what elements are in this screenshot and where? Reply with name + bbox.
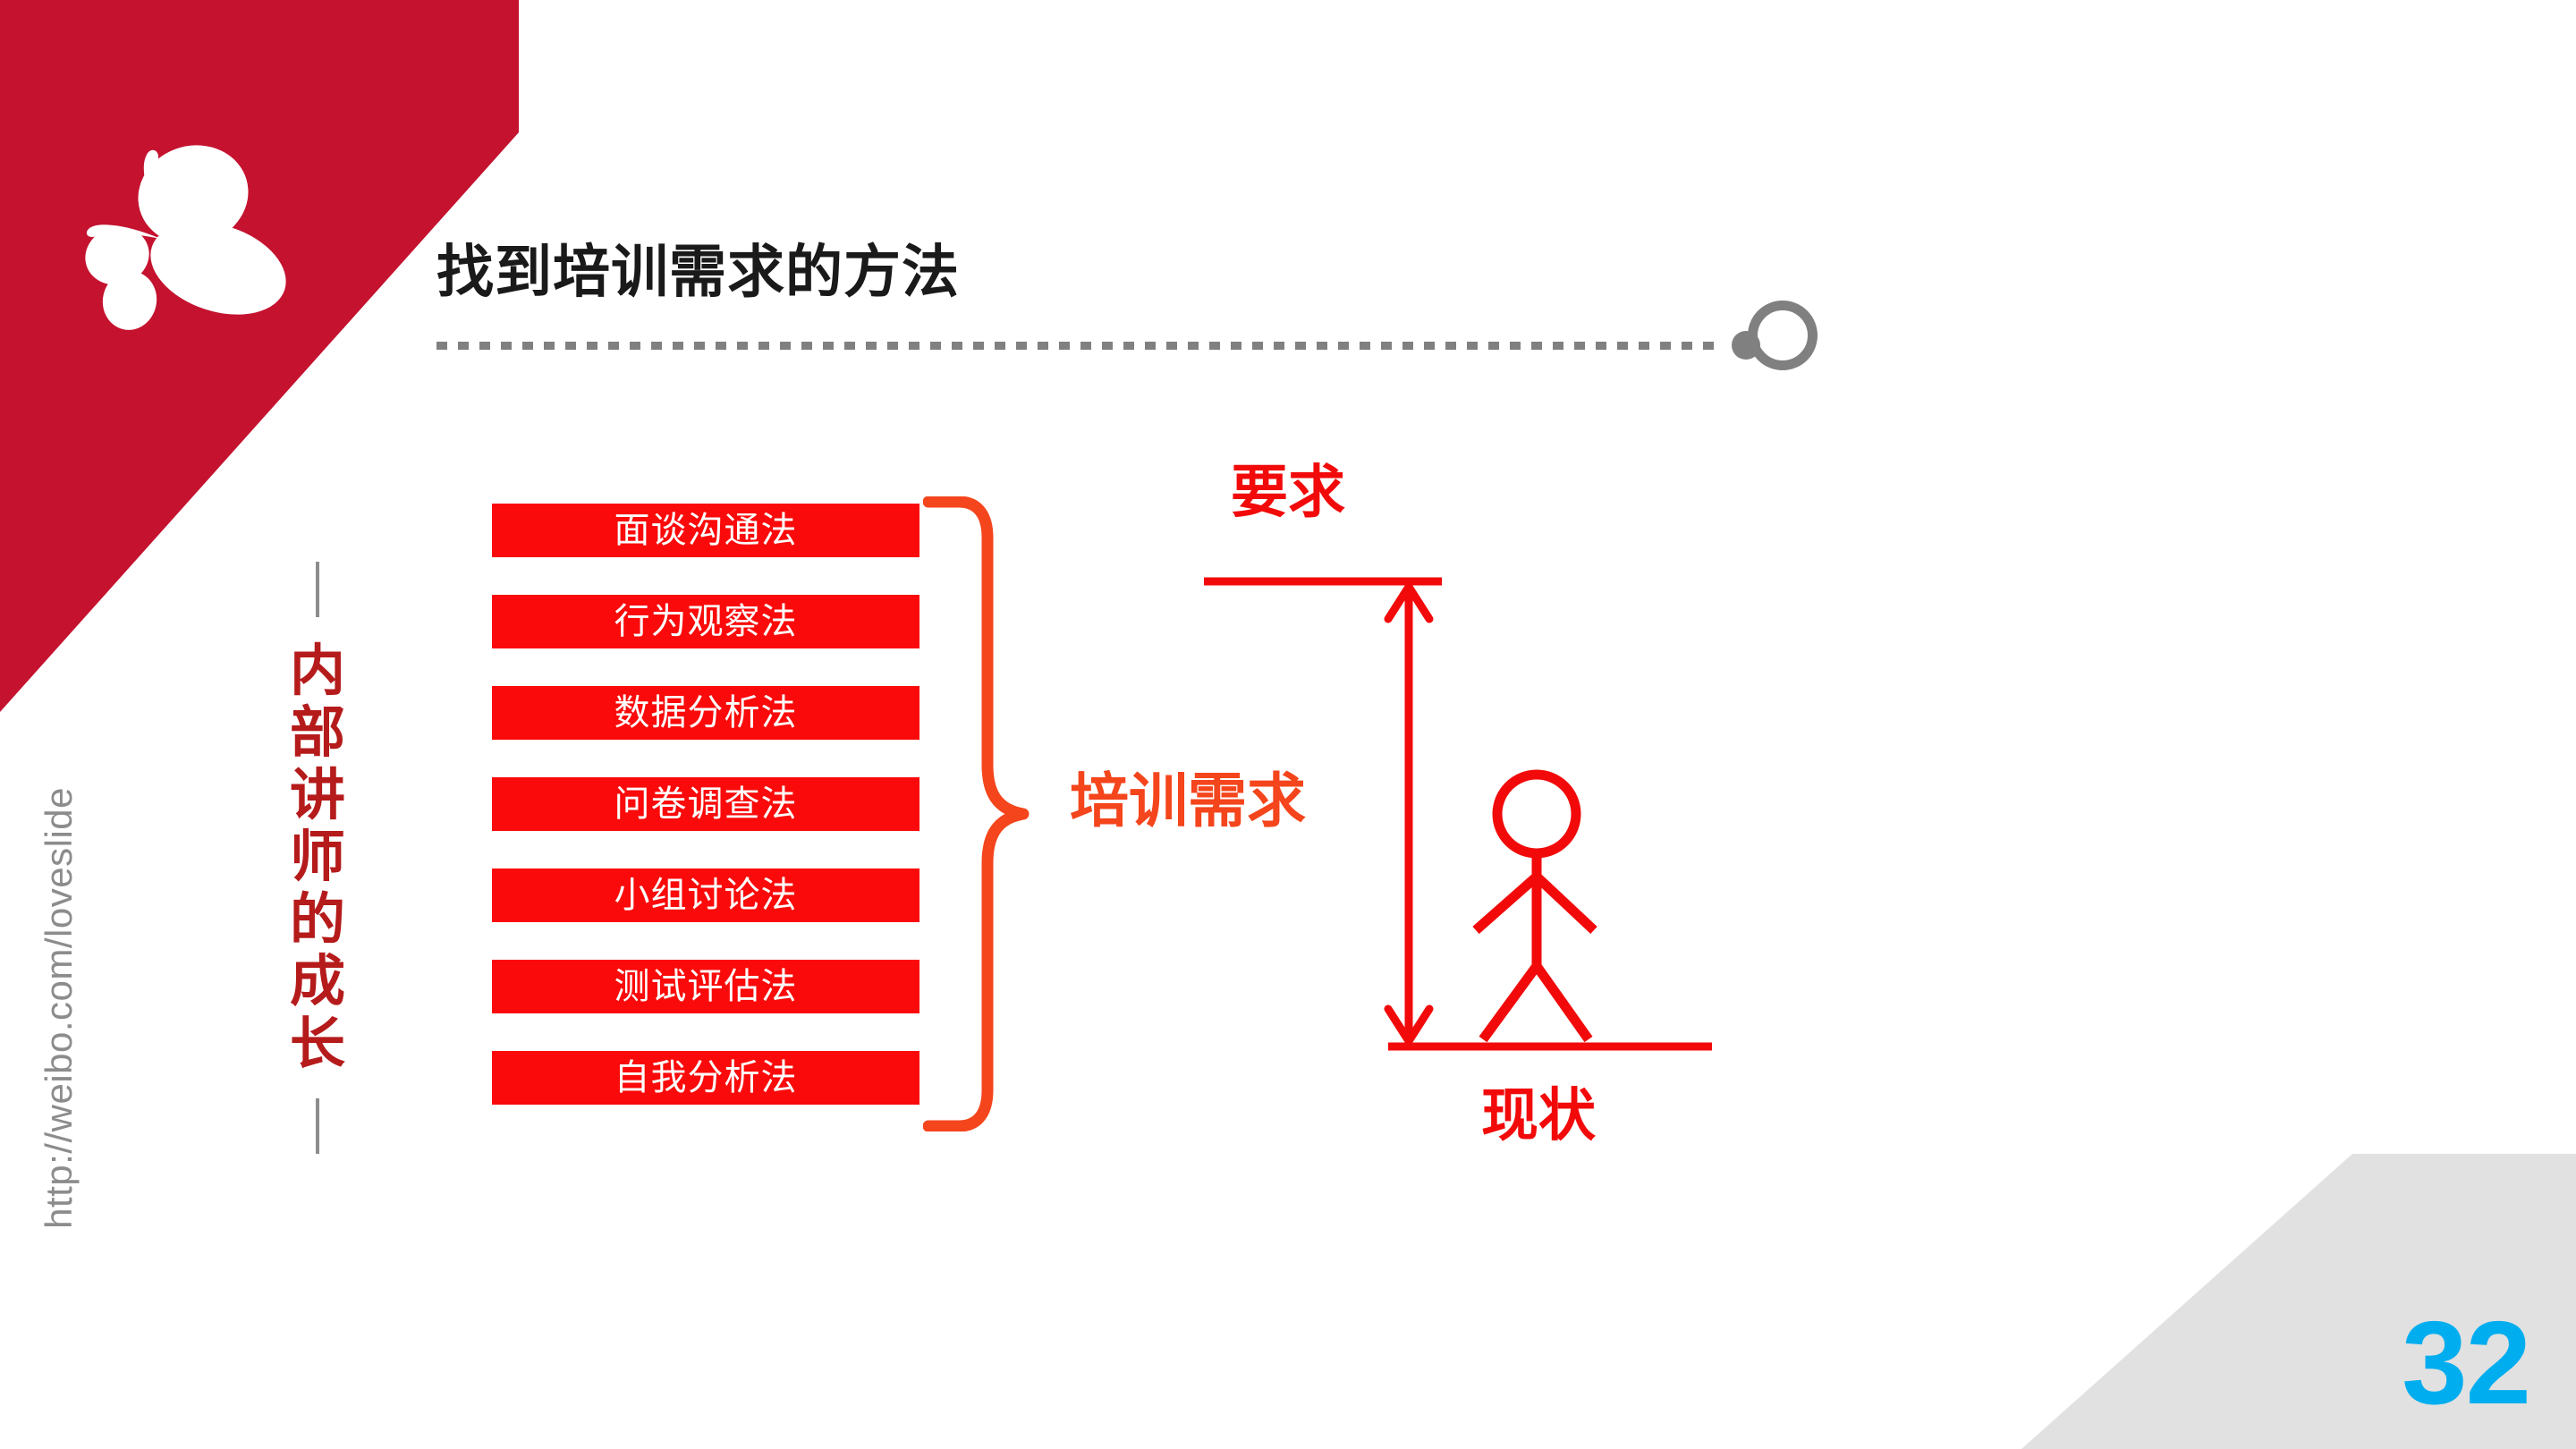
side-rule-bottom bbox=[316, 1098, 319, 1155]
side-label-char: 师 bbox=[289, 826, 345, 889]
gap-diagram bbox=[1181, 447, 1860, 1091]
side-vertical-label: 内 部 讲 师 的 成 长 bbox=[268, 562, 367, 1155]
page-title: 找到培训需求的方法 bbox=[436, 240, 960, 304]
side-label-text: 内 部 讲 师 的 成 长 bbox=[268, 640, 367, 1075]
method-box[interactable]: 行为观察法 bbox=[492, 595, 919, 648]
method-box[interactable]: 面谈沟通法 bbox=[492, 504, 919, 557]
brace-label: 培训需求 bbox=[1070, 767, 1306, 834]
butterfly-logo-icon bbox=[61, 125, 302, 335]
method-list: 面谈沟通法 行为观察法 数据分析法 问卷调查法 小组讨论法 测试评估法 自我分析… bbox=[492, 504, 919, 1105]
side-label-char: 讲 bbox=[289, 764, 345, 826]
diagram-top-label: 要求 bbox=[1231, 460, 1345, 524]
method-box[interactable]: 数据分析法 bbox=[492, 686, 919, 740]
method-box[interactable]: 小组讨论法 bbox=[492, 869, 919, 922]
diagram-bottom-label: 现状 bbox=[1481, 1083, 1596, 1148]
method-box[interactable]: 自我分析法 bbox=[492, 1051, 919, 1105]
weibo-url-watermark: http://weibo.com/loveslide bbox=[38, 787, 80, 1229]
stick-figure-person bbox=[1472, 769, 1597, 1043]
circle-outline-icon bbox=[1748, 301, 1818, 370]
side-label-char: 长 bbox=[289, 1013, 345, 1075]
side-rule-top bbox=[316, 562, 319, 617]
method-box[interactable]: 问卷调查法 bbox=[492, 777, 919, 831]
title-underline-dotted bbox=[436, 342, 1724, 350]
side-label-char: 成 bbox=[289, 951, 345, 1013]
page-number: 32 bbox=[2402, 1297, 2531, 1428]
side-label-char: 部 bbox=[289, 702, 345, 765]
side-label-char: 的 bbox=[289, 888, 345, 951]
curly-brace-icon bbox=[922, 496, 1030, 1132]
method-box[interactable]: 测试评估法 bbox=[492, 960, 919, 1013]
side-label-char: 内 bbox=[289, 640, 345, 702]
